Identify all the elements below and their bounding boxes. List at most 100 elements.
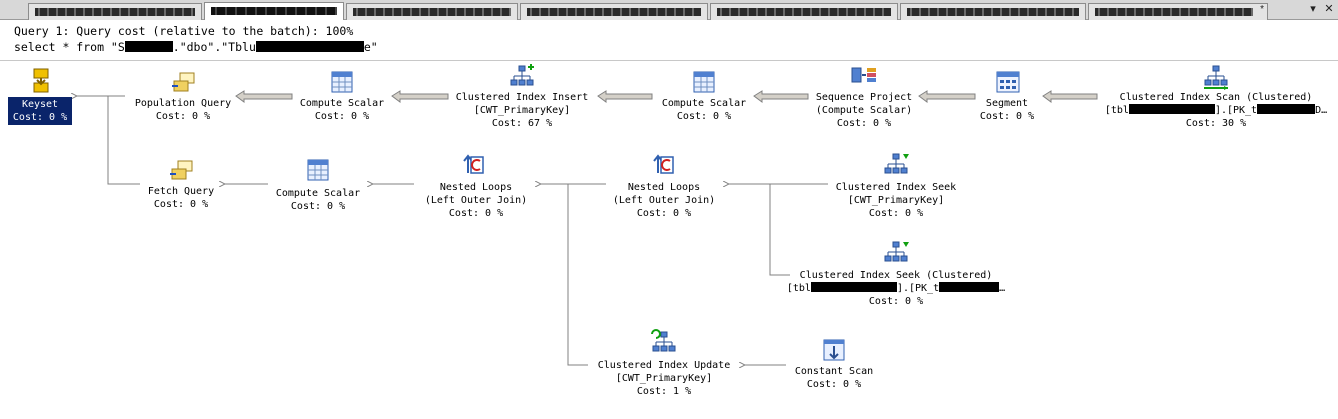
compute-scalar-1-label: Compute Scalar Cost: 0 % xyxy=(290,97,394,123)
connector-loops2-seek2 xyxy=(769,184,790,276)
fetch-query-label: Fetch Query Cost: 0 % xyxy=(140,185,222,211)
redacted-tab-title xyxy=(35,8,195,16)
query-text-part-3: e" xyxy=(363,40,378,54)
tab-3[interactable] xyxy=(346,3,518,20)
connector-loops1-update xyxy=(567,184,588,366)
compute-scalar-2-label: Compute Scalar Cost: 0 % xyxy=(652,97,756,123)
constant-scan-icon xyxy=(820,337,848,365)
keyset-icon xyxy=(28,67,56,95)
tab-4[interactable] xyxy=(520,3,708,20)
clustered-index-insert-sub: [CWT_PrimaryKey] xyxy=(473,105,571,116)
plan-connectors xyxy=(0,90,1098,419)
tab-5[interactable] xyxy=(710,3,898,20)
segment-cost: Cost: 0 % xyxy=(979,111,1035,122)
clustered-index-seek-2-sub: [tbl].[PK_t… xyxy=(778,282,1014,295)
redacted-block xyxy=(124,41,173,52)
tab-7[interactable]: * xyxy=(1088,3,1268,20)
close-tab-icon[interactable]: ✕ xyxy=(1324,2,1334,15)
segment-title: Segment xyxy=(985,98,1029,109)
query-text-part-2: ."dbo"."Tblu xyxy=(172,40,256,54)
nested-loops-1-title: Nested Loops xyxy=(439,182,513,193)
sequence-project-icon xyxy=(850,63,878,91)
nested-loops-2-cost: Cost: 0 % xyxy=(636,208,692,219)
population-query-icon xyxy=(170,69,198,97)
fetch-query-icon xyxy=(168,157,196,185)
clustered-index-insert-title: Clustered Index Insert xyxy=(455,92,589,103)
clustered-index-update-title: Clustered Index Update xyxy=(597,360,731,371)
tab-1[interactable] xyxy=(28,3,202,20)
clustered-index-scan-title: Clustered Index Scan (Clustered) xyxy=(1119,92,1313,103)
sub-part: ].[PK_t xyxy=(896,283,940,294)
document-tab-bar: * ▾ ✕ xyxy=(0,0,1338,21)
population-query-title: Population Query xyxy=(134,98,232,109)
clustered-index-scan-sub: [tbl ].[PK_t D… xyxy=(1098,104,1334,117)
redacted-tab-title xyxy=(717,8,891,16)
clustered-index-seek-2-label: Clustered Index Seek (Clustered) [tbl].[… xyxy=(778,269,1014,308)
redacted-block xyxy=(939,282,1000,292)
fetch-query-cost: Cost: 0 % xyxy=(153,199,209,210)
clustered-index-seek-1-cost: Cost: 0 % xyxy=(868,208,924,219)
sequence-project-cost: Cost: 0 % xyxy=(836,118,892,129)
unsaved-marker: * xyxy=(1260,4,1264,15)
nested-loops-2-label: Nested Loops (Left Outer Join) Cost: 0 % xyxy=(604,181,724,220)
redacted-tab-title xyxy=(907,8,1079,16)
query-cost-line: Query 1: Query cost (relative to the bat… xyxy=(14,24,354,38)
redacted-tab-title xyxy=(527,8,701,16)
nested-loops-2-sub: (Left Outer Join) xyxy=(612,195,716,206)
clustered-index-insert-icon xyxy=(508,63,536,91)
tab-2[interactable] xyxy=(204,2,344,21)
tab-list-dropdown-icon[interactable]: ▾ xyxy=(1310,2,1316,15)
keyset-cost: Cost: 0 % xyxy=(12,112,68,123)
nested-loops-2-title: Nested Loops xyxy=(627,182,701,193)
flow-arrow xyxy=(918,90,976,103)
clustered-index-update-cost: Cost: 1 % xyxy=(636,386,692,397)
clustered-index-insert-label: Clustered Index Insert [CWT_PrimaryKey] … xyxy=(446,91,598,130)
sub-part: [tbl xyxy=(786,283,811,294)
clustered-index-scan-label: Clustered Index Scan (Clustered) [tbl ].[… xyxy=(1098,91,1334,130)
keyset-label: Keyset Cost: 0 % xyxy=(8,97,72,125)
compute-scalar-icon xyxy=(304,157,332,185)
compute-scalar-2-title: Compute Scalar xyxy=(661,98,747,109)
redacted-tab-title xyxy=(1095,8,1253,16)
redacted-block xyxy=(1257,104,1316,114)
execution-plan-canvas[interactable]: Keyset Cost: 0 % Population Query Cost: … xyxy=(0,61,1338,419)
flow-arrow xyxy=(1042,90,1098,103)
redacted-tab-title xyxy=(353,8,511,16)
fetch-query-title: Fetch Query xyxy=(147,186,215,197)
flow-arrow xyxy=(235,90,293,103)
compute-scalar-icon xyxy=(328,69,356,97)
clustered-index-update-icon xyxy=(650,329,678,357)
redacted-block xyxy=(1128,104,1215,114)
tab-6[interactable] xyxy=(900,3,1086,20)
constant-scan-label: Constant Scan Cost: 0 % xyxy=(786,365,882,391)
keyset-title: Keyset xyxy=(21,99,59,110)
clustered-index-seek-1-sub: [CWT_PrimaryKey] xyxy=(847,195,945,206)
compute-scalar-1-cost: Cost: 0 % xyxy=(314,111,370,122)
constant-scan-title: Constant Scan xyxy=(794,366,874,377)
sub-part: ].[PK_t xyxy=(1214,105,1258,116)
clustered-index-seek-icon xyxy=(882,239,910,267)
flow-arrow xyxy=(753,90,809,103)
clustered-index-update-sub: [CWT_PrimaryKey] xyxy=(615,373,713,384)
compute-scalar-icon xyxy=(690,69,718,97)
nested-loops-icon xyxy=(650,151,678,179)
query-header: Query 1: Query cost (relative to the bat… xyxy=(0,20,1338,60)
nested-loops-icon xyxy=(460,151,488,179)
redacted-block xyxy=(255,41,364,52)
compute-scalar-3-title: Compute Scalar xyxy=(275,188,361,199)
compute-scalar-3-label: Compute Scalar Cost: 0 % xyxy=(268,187,368,213)
population-query-label: Population Query Cost: 0 % xyxy=(126,97,240,123)
clustered-index-seek-icon xyxy=(882,151,910,179)
clustered-index-seek-2-cost: Cost: 0 % xyxy=(868,296,924,307)
header-divider xyxy=(0,60,1338,61)
sequence-project-label: Sequence Project (Compute Scalar) Cost: … xyxy=(808,91,920,130)
compute-scalar-2-cost: Cost: 0 % xyxy=(676,111,732,122)
clustered-index-insert-cost: Cost: 67 % xyxy=(491,118,553,129)
sub-part: [tbl xyxy=(1104,105,1129,116)
nested-loops-1-label: Nested Loops (Left Outer Join) Cost: 0 % xyxy=(416,181,536,220)
flow-arrow xyxy=(597,90,653,103)
clustered-index-seek-1-label: Clustered Index Seek [CWT_PrimaryKey] Co… xyxy=(828,181,964,220)
segment-icon xyxy=(994,69,1022,97)
connector-keyset-fetch xyxy=(107,96,140,185)
sub-part: D… xyxy=(1315,105,1328,116)
